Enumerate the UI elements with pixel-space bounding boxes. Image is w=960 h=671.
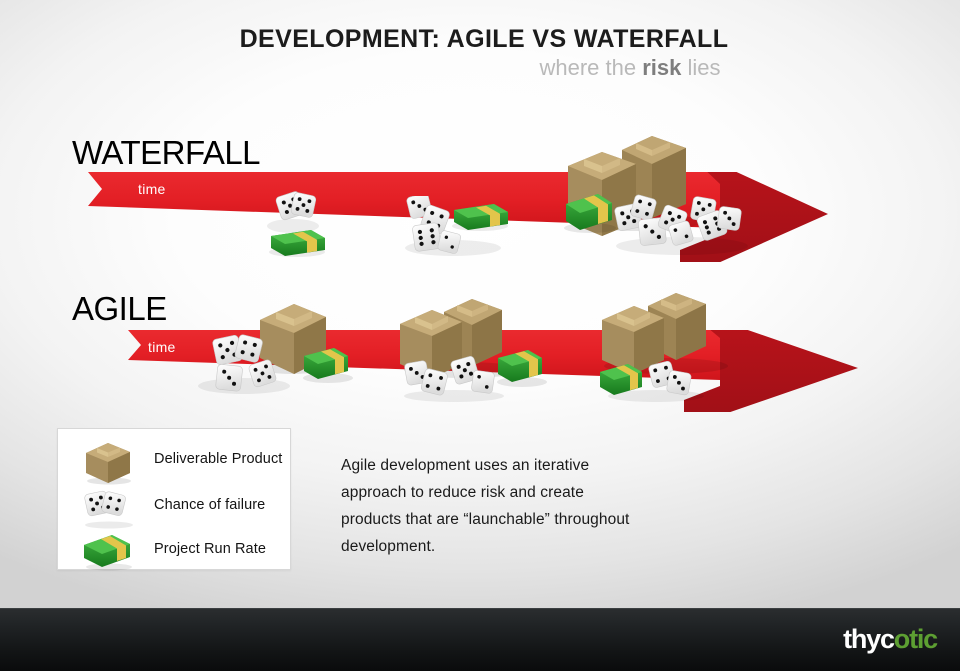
- title-block: DEVELOPMENT: AGILE VS WATERFALL where th…: [0, 26, 960, 80]
- logo-text-part3: tic: [909, 624, 938, 654]
- subtitle-pre: where the: [539, 55, 643, 81]
- page-subtitle: where the risk lies: [0, 56, 960, 80]
- dice-icon: [84, 490, 133, 529]
- dice-icon: [614, 194, 742, 246]
- money-stack-icon: [452, 204, 508, 231]
- logo-text-part1: thyc: [843, 624, 895, 654]
- agile-risk-cluster-2: [404, 356, 504, 402]
- thycotic-logo: thycotic: [843, 624, 938, 654]
- body-paragraph: Agile development uses an iterative appr…: [341, 457, 630, 555]
- legend-panel: Deliverable Product Chance of failure: [57, 428, 291, 571]
- waterfall-risk-cluster-1: [267, 191, 325, 257]
- section-heading-agile: AGILE: [72, 290, 167, 327]
- money-stack-icon: [303, 348, 353, 383]
- money-stack-icon: [564, 194, 616, 233]
- subtitle-emphasis: risk: [642, 55, 682, 81]
- section-heading-waterfall: WATERFALL: [72, 134, 261, 171]
- logo-swirl-o: o: [893, 624, 911, 654]
- legend-label: Deliverable Product: [154, 451, 283, 467]
- waterfall-risk-cluster-3: [614, 194, 748, 255]
- money-stack-icon: [84, 535, 132, 571]
- agile-risk-cluster-3: [600, 360, 704, 402]
- subtitle-post: lies: [681, 55, 721, 81]
- dice-icon: [405, 196, 501, 256]
- money-stack-icon: [600, 364, 642, 395]
- legend-item-project-run-rate: Project Run Rate: [58, 529, 290, 575]
- agile-time-label: time: [148, 339, 176, 355]
- dice-icon: [198, 334, 290, 394]
- agile-iteration-1: [198, 304, 353, 394]
- cardboard-box-icon: [86, 443, 131, 485]
- legend-item-chance-of-failure: Chance of failure: [58, 485, 290, 531]
- waterfall-risk-cluster-2: [405, 196, 508, 256]
- dice-icon: [404, 356, 495, 396]
- dice-icon: [648, 360, 692, 396]
- footer-bar: thycotic: [0, 608, 960, 671]
- money-stack-icon: [497, 350, 547, 387]
- legend-label: Project Run Rate: [154, 541, 267, 557]
- legend-item-deliverable-product: Deliverable Product: [58, 439, 290, 485]
- footer-divider: [0, 608, 960, 609]
- legend-label: Chance of failure: [154, 497, 266, 513]
- page-title: DEVELOPMENT: AGILE VS WATERFALL: [239, 25, 729, 53]
- dice-icon: [267, 191, 319, 233]
- money-stack-icon: [269, 230, 325, 257]
- waterfall-time-label: time: [138, 181, 166, 197]
- waterfall-time-arrow: [88, 172, 828, 262]
